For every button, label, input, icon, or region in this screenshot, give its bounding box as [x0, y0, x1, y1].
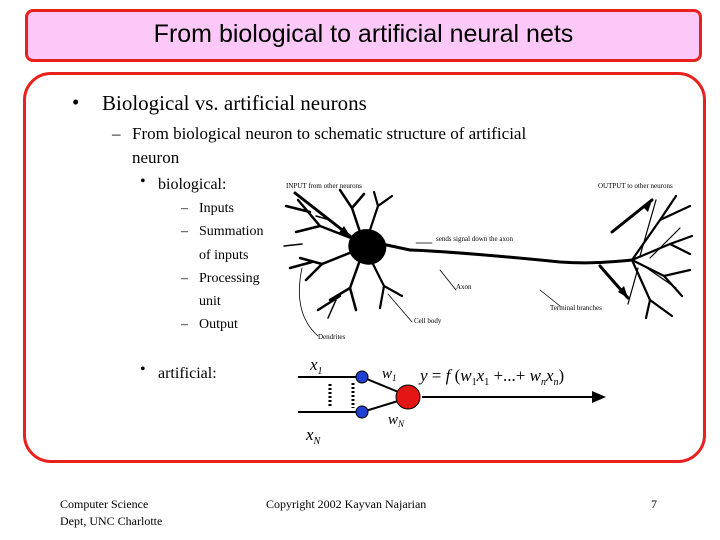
artificial-neuron-diagram [298, 370, 606, 419]
input-node-1 [355, 370, 369, 384]
slide-title: From biological to artificial neural net… [153, 19, 574, 48]
sub-bullet-line1: From biological neuron to schematic stru… [132, 124, 527, 143]
svg-text:wN: wN [388, 412, 405, 429]
dash-marker: – [181, 317, 188, 332]
label-dendrites: Dendrites [318, 333, 345, 341]
dash-marker: – [181, 224, 188, 239]
biological-label: biological: [158, 176, 227, 193]
footer-dept-line2: Dept, UNC Charlotte [60, 514, 163, 528]
label-terminal-branches: Terminal branches [550, 304, 602, 312]
wN-label: w [388, 412, 398, 428]
xN-label: x [305, 425, 314, 444]
bullet-marker: • [140, 173, 146, 190]
svg-text:xN: xN [305, 425, 322, 447]
sub-bullet-line2: neuron [132, 148, 180, 167]
bullet-marker: • [140, 361, 146, 378]
bullet-marker: • [72, 90, 80, 114]
dash-marker: – [181, 201, 188, 216]
bio-item-summation-cont: of inputs [199, 248, 249, 263]
dash-marker: – [181, 271, 188, 286]
x1-subscript: 1 [318, 366, 323, 377]
label-sends-signal: sends signal down the axon [436, 235, 513, 243]
dash-marker: – [112, 124, 121, 143]
page-number: 7 [651, 497, 657, 511]
artificial-label: artificial: [158, 365, 217, 382]
label-cell-body: Cell body [414, 317, 442, 325]
label-input-from-neurons: INPUT from other neurons [286, 182, 362, 190]
input-node-n [355, 405, 369, 419]
xN-subscript: N [313, 436, 322, 447]
bio-item-processing: Processing [199, 271, 260, 286]
input-arrowhead [338, 226, 350, 236]
neuron-node [395, 384, 421, 410]
content-frame [23, 72, 706, 463]
terminal-arrowhead [618, 286, 628, 298]
label-output-to-neurons: OUTPUT to other neurons [598, 182, 673, 190]
bio-item-output: Output [199, 317, 238, 332]
output-arrowhead [642, 200, 652, 212]
label-axon: Axon [456, 283, 472, 291]
footer-copyright: Copyright 2002 Kayvan Najarian [266, 497, 427, 511]
bullet-biological-vs-artificial: Biological vs. artificial neurons [102, 91, 367, 115]
cell-body-shape [348, 229, 387, 265]
bio-item-inputs: Inputs [199, 201, 234, 216]
bio-item-summation: Summation [199, 224, 264, 239]
wN-subscript: N [397, 419, 405, 429]
x1-label: x [309, 355, 318, 374]
bio-item-processing-cont: unit [199, 294, 221, 309]
axon-line [408, 248, 634, 265]
output-arrowhead [592, 391, 606, 403]
w1-label: w [382, 366, 392, 382]
svg-text:x1: x1 [309, 355, 323, 377]
output-equation: y = f (w1x1 +...+ wnxn) [418, 366, 564, 388]
w1-subscript: 1 [392, 373, 397, 383]
svg-text:w1: w1 [382, 366, 397, 383]
footer-dept-line1: Computer Science [60, 497, 149, 511]
title-box: From biological to artificial neural net… [25, 9, 702, 62]
